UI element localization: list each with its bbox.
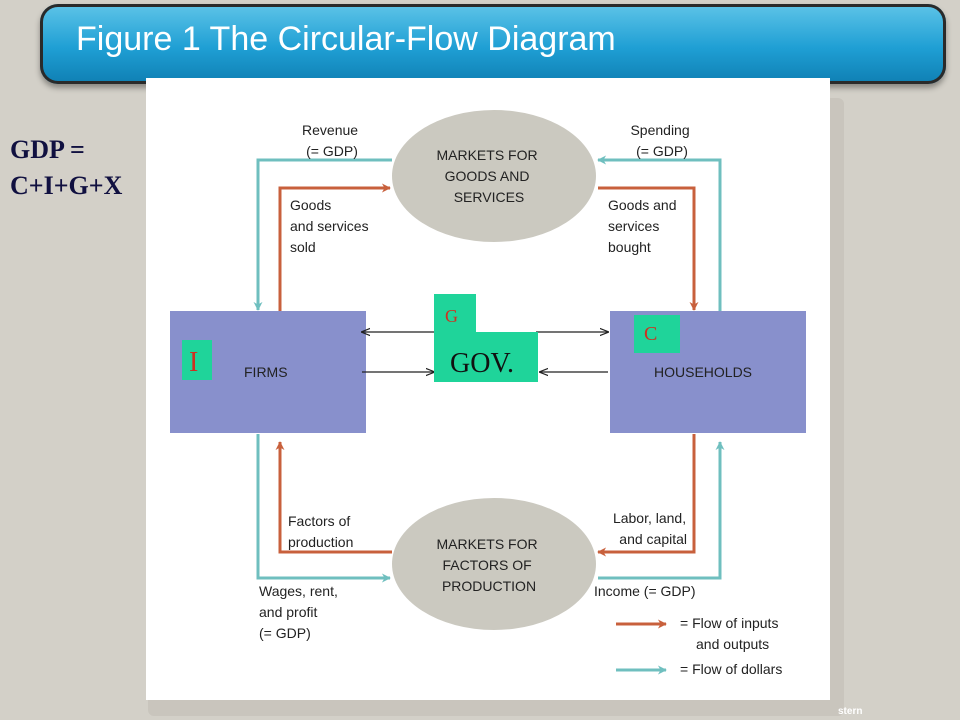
markets-goods-label: MARKETS FOR GOODS AND SERVICES — [436, 147, 541, 205]
tag-g-label: G — [445, 306, 458, 326]
footer-credit: stern — [838, 706, 863, 717]
flow-goods-sold-arrow — [278, 183, 391, 311]
circular-flow-diagram: MARKETS FOR GOODS AND SERVICES MARKETS F… — [170, 110, 806, 677]
gdp-formula: GDP = C+I+G+X — [10, 132, 122, 204]
tag-c-box — [634, 315, 680, 353]
flow-factors-arrow — [275, 441, 392, 554]
formula-line-2: C+I+G+X — [10, 171, 123, 200]
spending-label: Spending (= GDP) — [630, 122, 693, 159]
labor-label: Labor, land, and capital — [613, 510, 690, 547]
gov-label: GOV. — [450, 348, 514, 379]
flow-goods-bought-arrow — [598, 186, 699, 311]
flow-wages-arrow — [256, 434, 391, 583]
title-bar — [40, 4, 946, 84]
page-title: Figure 1 The Circular-Flow Diagram — [76, 20, 616, 58]
tag-i-label: I — [189, 347, 198, 378]
firms-label: FIRMS — [244, 364, 288, 380]
revenue-label: Revenue (= GDP) — [302, 122, 362, 159]
wages-label: Wages, rent, and profit (= GDP) — [259, 583, 342, 641]
flow-spending-arrow — [597, 155, 722, 311]
goods-bought-label: Goods and services bought — [608, 197, 680, 255]
households-label: HOUSEHOLDS — [654, 364, 752, 380]
figure-panel: MARKETS FOR GOODS AND SERVICES MARKETS F… — [146, 78, 830, 700]
legend-dollars-label: = Flow of dollars — [680, 661, 782, 677]
legend-inputs-label: = Flow of inputs and outputs — [680, 615, 782, 652]
flow-income-arrow — [598, 441, 725, 580]
markets-goods-ellipse — [392, 110, 596, 242]
tag-c-label: C — [644, 323, 657, 345]
tag-i-box — [182, 340, 212, 380]
markets-factors-label: MARKETS FOR FACTORS OF PRODUCTION — [436, 536, 541, 594]
goods-sold-label: Goods and services sold — [290, 197, 372, 255]
flow-revenue-arrow — [253, 158, 392, 311]
income-label: Income (= GDP) — [594, 583, 696, 599]
flow-labor-arrow — [597, 434, 696, 557]
markets-factors-ellipse — [392, 498, 596, 630]
formula-line-1: GDP = — [10, 135, 85, 164]
factors-label: Factors of production — [288, 513, 354, 550]
gov-box — [434, 294, 538, 382]
